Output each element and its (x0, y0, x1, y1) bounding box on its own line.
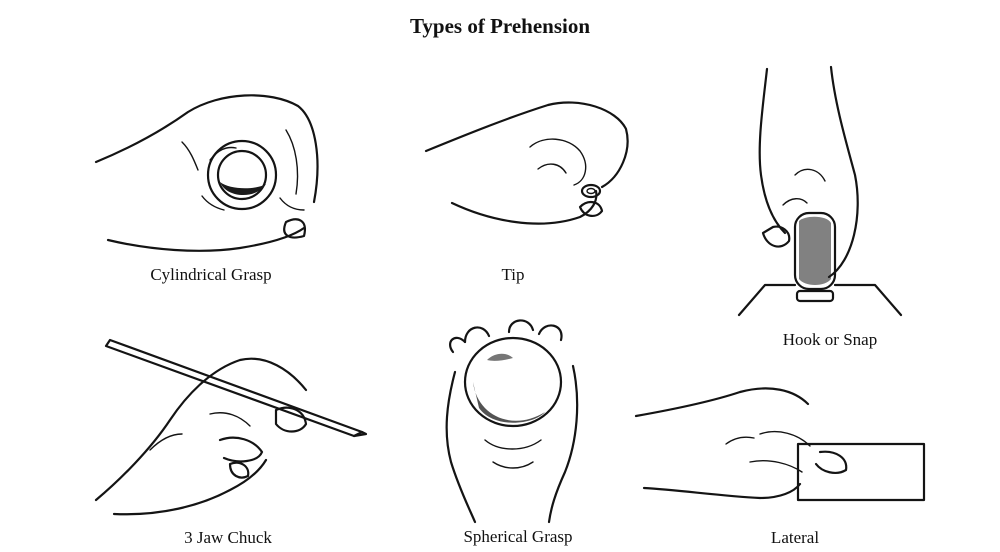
tip-grasp-illustration (420, 95, 640, 255)
tip-grasp-label: Tip (501, 265, 524, 285)
diagram-title: Types of Prehension (0, 14, 1000, 39)
cylindrical-grasp-illustration (90, 90, 340, 265)
cylindrical-grasp-label: Cylindrical Grasp (150, 265, 271, 285)
hook-grasp-label: Hook or Snap (783, 330, 877, 350)
hook-grasp-illustration (735, 65, 905, 320)
spherical-grasp-illustration (425, 312, 605, 522)
spherical-grasp-label: Spherical Grasp (463, 527, 572, 547)
lateral-grasp-label: Lateral (771, 528, 819, 548)
lateral-grasp-illustration (630, 380, 930, 520)
jaw-chuck-grasp-label: 3 Jaw Chuck (184, 528, 272, 548)
jaw-chuck-grasp-illustration (90, 330, 380, 520)
